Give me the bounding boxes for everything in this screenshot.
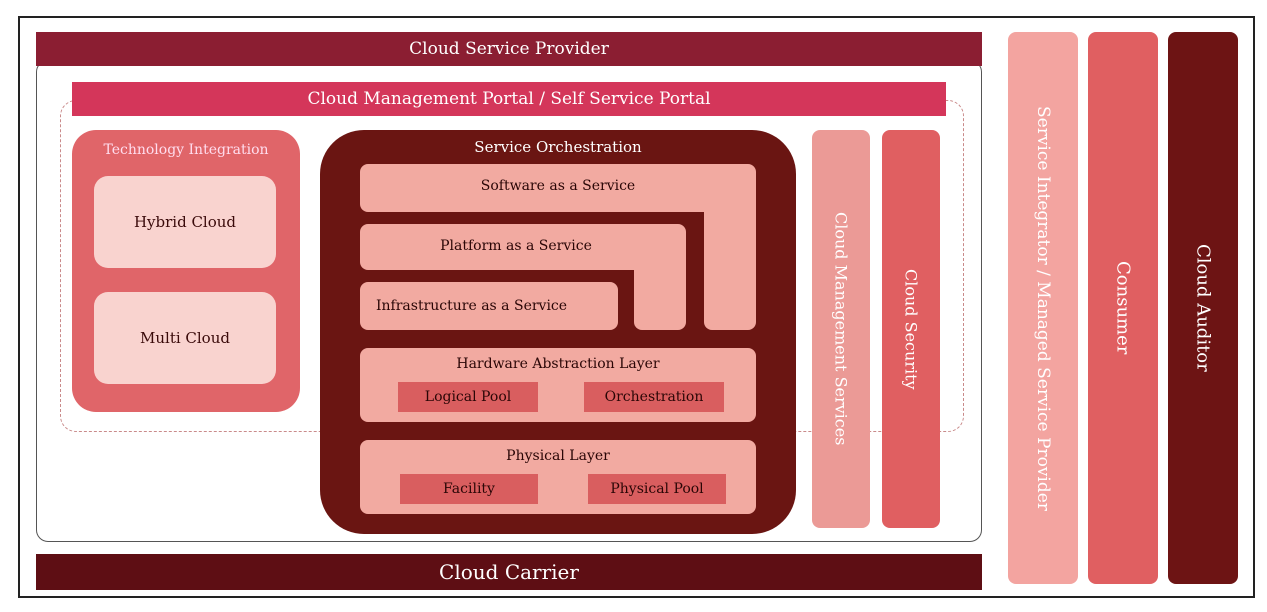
saas-layer-leg bbox=[704, 200, 756, 330]
cloud-auditor-label: Cloud Auditor bbox=[1192, 244, 1214, 372]
consumer-column: Consumer bbox=[1088, 32, 1158, 584]
iaas-layer: Infrastructure as a Service bbox=[360, 282, 618, 330]
physical-pool-chip: Physical Pool bbox=[588, 474, 726, 504]
saas-label: Software as a Service bbox=[480, 178, 636, 194]
cloud-carrier-bar: Cloud Carrier bbox=[36, 554, 982, 590]
logical-pool-chip: Logical Pool bbox=[398, 382, 538, 412]
service-integrator-label: Service Integrator / Managed Service Pro… bbox=[1033, 105, 1053, 511]
service-orchestration-title: Service Orchestration bbox=[474, 138, 642, 156]
cloud-security-bar: Cloud Security bbox=[882, 130, 940, 528]
hybrid-cloud-card: Hybrid Cloud bbox=[94, 176, 276, 268]
paas-label: Platform as a Service bbox=[440, 238, 592, 254]
paas-layer bbox=[360, 224, 686, 270]
multi-cloud-card: Multi Cloud bbox=[94, 292, 276, 384]
outer-frame bbox=[18, 16, 1255, 598]
paas-layer-leg bbox=[634, 260, 686, 330]
physical-layer-title: Physical Layer bbox=[506, 448, 610, 464]
facility-chip: Facility bbox=[400, 474, 538, 504]
cloud-security-label: Cloud Security bbox=[901, 268, 921, 390]
service-integrator-column: Service Integrator / Managed Service Pro… bbox=[1008, 32, 1078, 584]
management-portal-bar: Cloud Management Portal / Self Service P… bbox=[72, 82, 946, 116]
consumer-label: Consumer bbox=[1112, 261, 1134, 355]
cloud-auditor-column: Cloud Auditor bbox=[1168, 32, 1238, 584]
orchestration-chip: Orchestration bbox=[584, 382, 724, 412]
cloud-management-services-label: Cloud Management Services bbox=[831, 212, 851, 446]
cloud-service-provider-bar: Cloud Service Provider bbox=[36, 32, 982, 66]
saas-layer bbox=[360, 164, 756, 212]
hardware-abstraction-title: Hardware Abstraction Layer bbox=[456, 356, 660, 372]
technology-integration-title: Technology Integration bbox=[103, 142, 269, 158]
cloud-management-services-bar: Cloud Management Services bbox=[812, 130, 870, 528]
